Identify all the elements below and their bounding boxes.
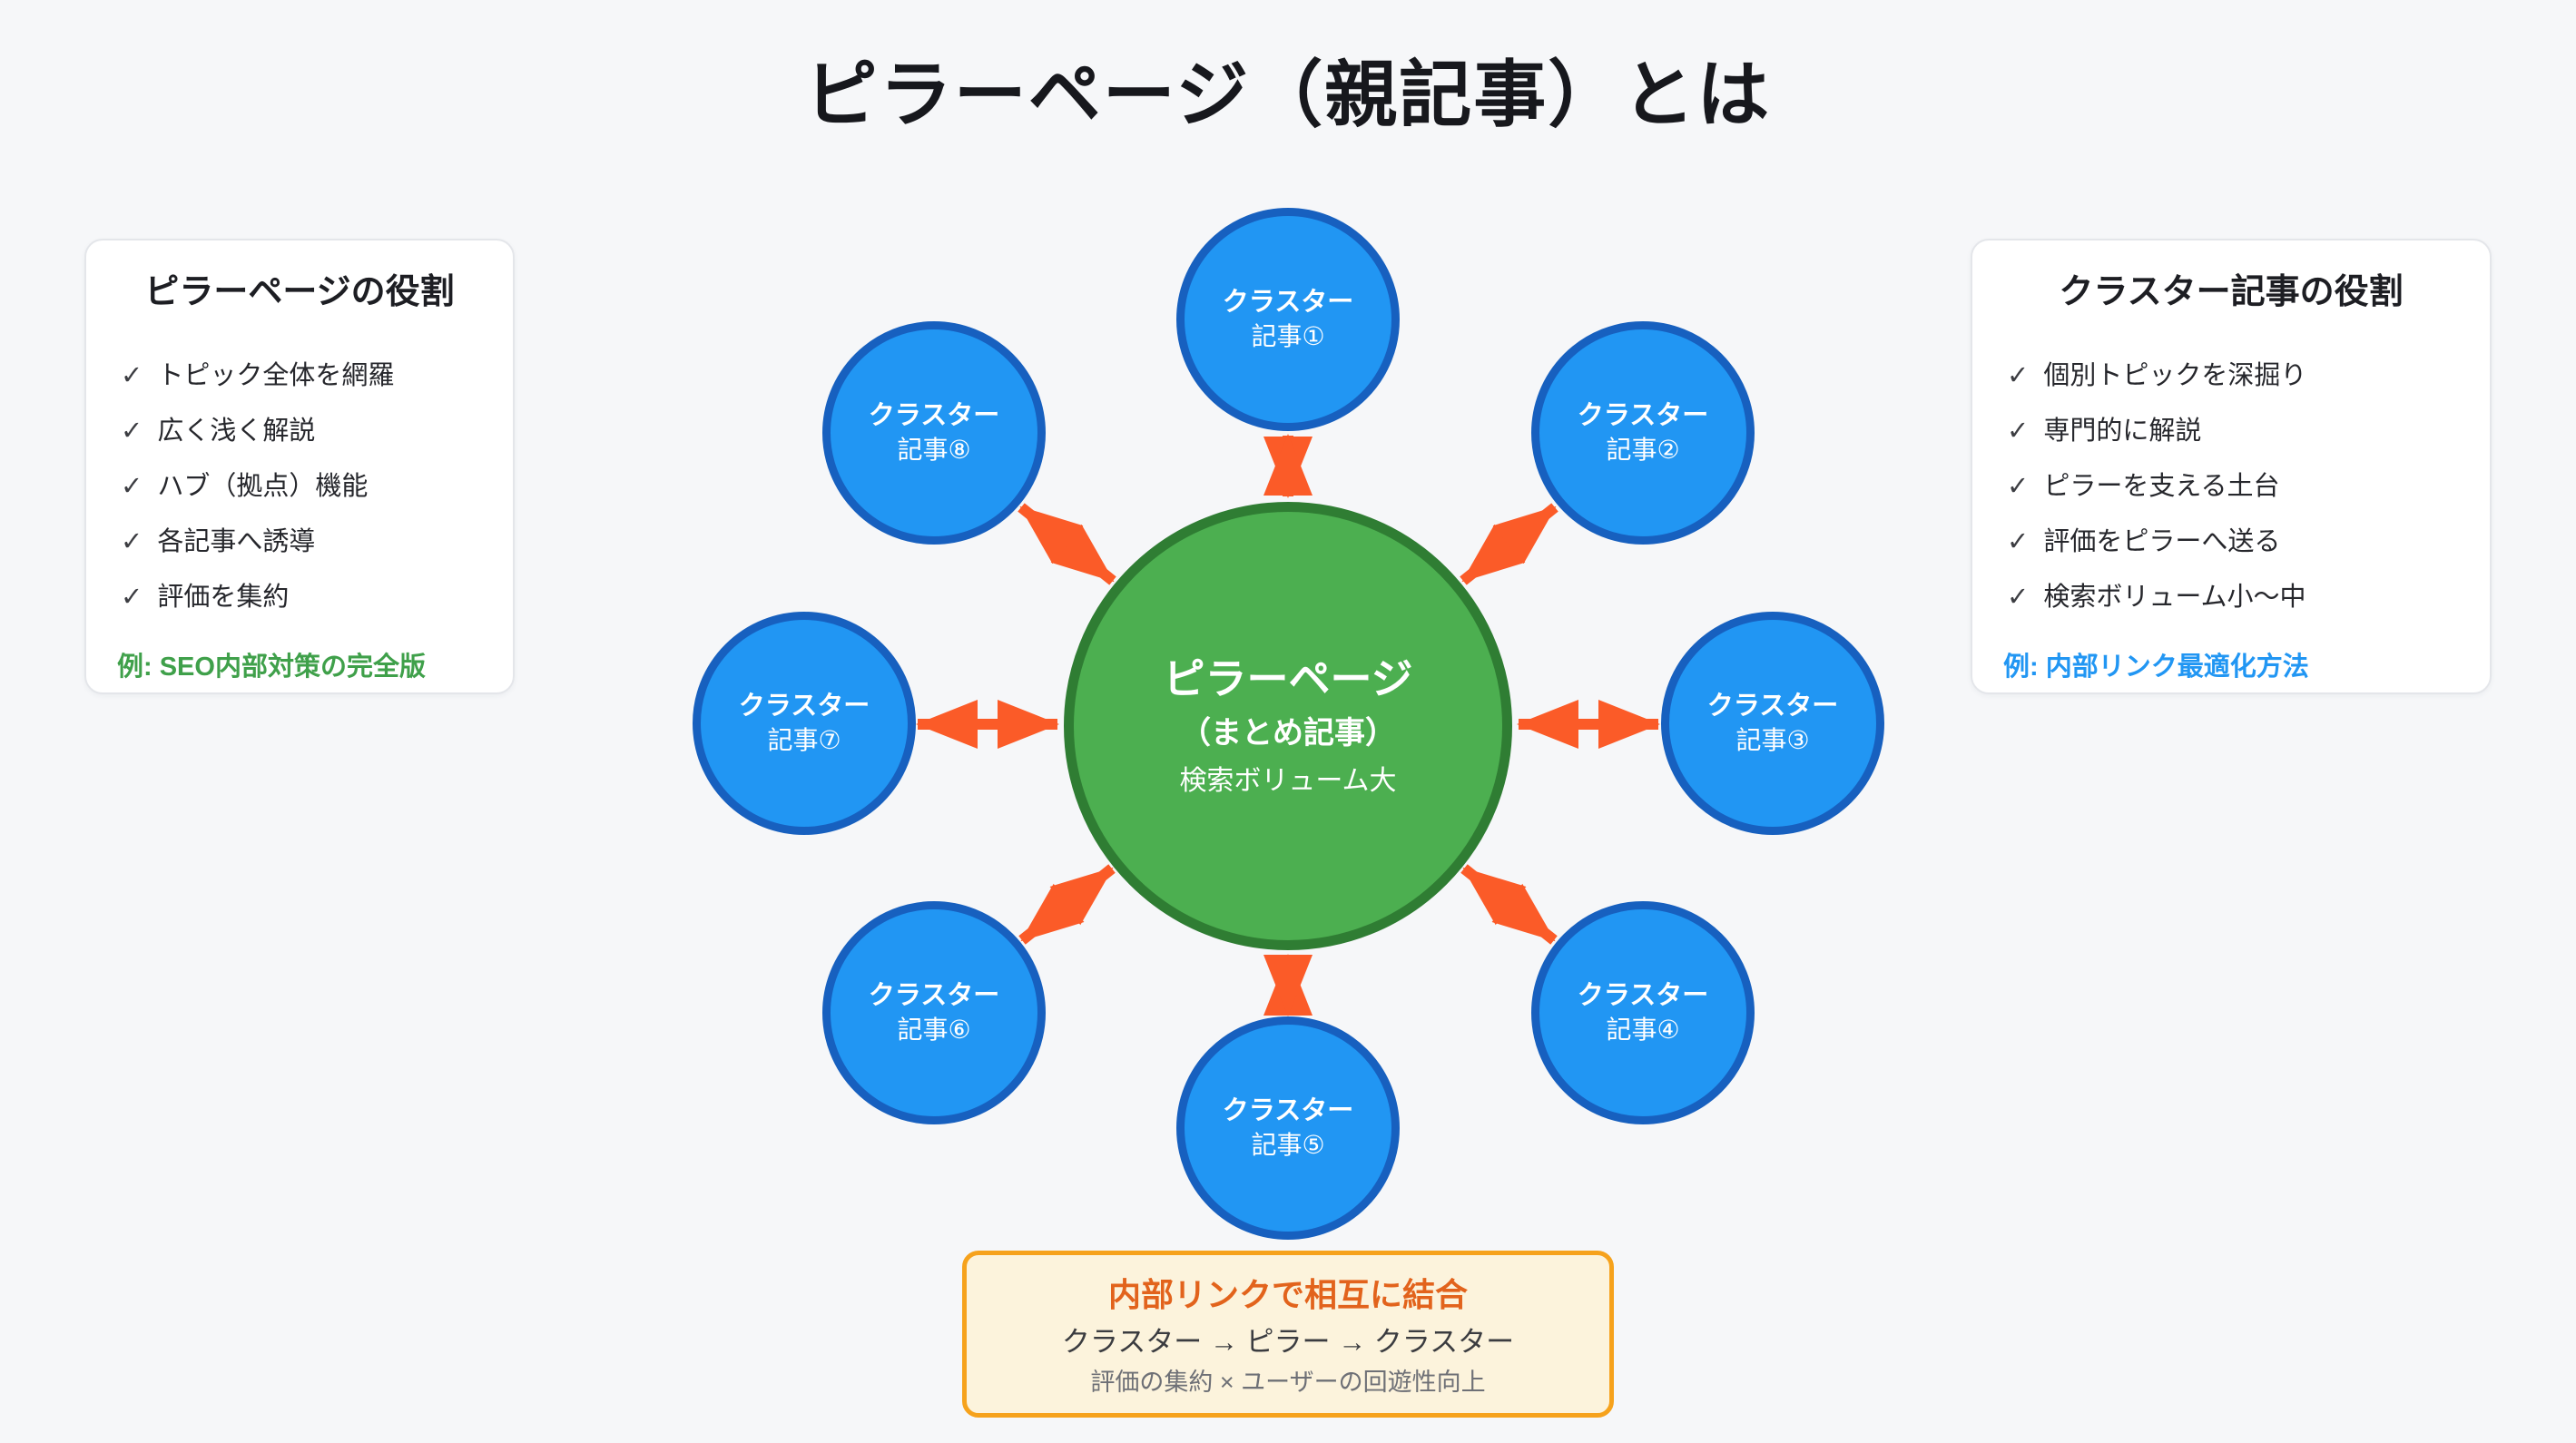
link-arrow-top-left [1018, 503, 1116, 585]
link-arrow-bottom-left [1018, 864, 1116, 945]
check-item-label: 個別トピックを深掘り [2043, 361, 2307, 390]
cluster-node-number: 記事① [1251, 322, 1325, 350]
check-icon: ✓ [121, 361, 143, 390]
check-item: ✓ トピック全体を網羅 [121, 360, 482, 391]
internal-link-callout: 内部リンクで相互に結合 クラスター → ピラー → クラスター 評価の集約 × … [962, 1251, 1614, 1418]
check-icon: ✓ [2007, 472, 2030, 501]
check-item: ✓ 検索ボリューム小〜中 [2007, 582, 2459, 613]
check-icon: ✓ [2007, 583, 2030, 612]
check-item-label: ピラーを支える土台 [2043, 472, 2280, 501]
check-item-label: 評価を集約 [157, 583, 290, 612]
cluster-node-number: 記事⑥ [897, 1016, 971, 1044]
pillar-example-text: 例: SEO内部対策の完全版 [117, 653, 426, 682]
check-item: ✓ 評価を集約 [121, 582, 482, 613]
pillar-node-volume: 検索ボリューム大 [1179, 766, 1397, 796]
check-item: ✓ 専門的に解説 [2007, 416, 2459, 447]
check-item: ✓ 広く浅く解説 [121, 416, 482, 447]
check-item: ✓ ハブ（拠点）機能 [121, 471, 482, 502]
callout-flow: クラスター → ピラー → クラスター [1061, 1326, 1515, 1358]
cluster-node-3: クラスター 記事③ [1661, 612, 1884, 835]
cluster-node-6: クラスター 記事⑥ [822, 901, 1046, 1124]
check-item-label: 各記事へ誘導 [157, 527, 316, 556]
cluster-node-7: クラスター 記事⑦ [693, 612, 916, 835]
pillar-role-panel: ピラーページの役割 ✓ トピック全体を網羅 ✓ 広く浅く解説 ✓ ハブ（拠点）機… [84, 239, 515, 694]
pillar-page-node: ピラーページ （まとめ記事） 検索ボリューム大 [1064, 502, 1512, 950]
cluster-node-label: クラスター [738, 692, 870, 721]
check-icon: ✓ [121, 417, 143, 446]
callout-title: 内部リンクで相互に結合 [1107, 1276, 1468, 1313]
cluster-node-4: クラスター 記事④ [1531, 901, 1755, 1124]
pillar-role-panel-title: ピラーページの役割 [144, 273, 455, 311]
cluster-node-label: クラスター [868, 401, 1000, 430]
pillar-node-title: ピラーページ [1163, 655, 1413, 702]
check-icon: ✓ [2007, 361, 2030, 390]
check-item-label: 評価をピラーへ送る [2043, 527, 2281, 556]
cluster-node-number: 記事③ [1735, 726, 1810, 754]
check-item-label: 広く浅く解説 [157, 417, 316, 446]
pillar-node-subtitle: （まとめ記事） [1180, 716, 1396, 751]
callout-note: 評価の集約 × ユーザーの回遊性向上 [1090, 1369, 1486, 1396]
cluster-node-8: クラスター 記事⑧ [822, 321, 1046, 545]
cluster-node-label: クラスター [1577, 981, 1709, 1010]
check-item-label: トピック全体を網羅 [157, 361, 395, 390]
check-icon: ✓ [121, 527, 143, 556]
cluster-example-text: 例: 内部リンク最適化方法 [2003, 653, 2309, 682]
cluster-node-number: 記事⑤ [1251, 1131, 1325, 1159]
cluster-node-number: 記事⑧ [897, 436, 971, 464]
check-icon: ✓ [2007, 527, 2030, 556]
check-item: ✓ 個別トピックを深掘り [2007, 360, 2459, 391]
cluster-node-label: クラスター [1222, 1096, 1354, 1125]
check-item: ✓ ピラーを支える土台 [2007, 471, 2459, 502]
link-arrow-bottom-right [1460, 864, 1558, 945]
cluster-node-number: 記事④ [1606, 1016, 1680, 1044]
cluster-node-5: クラスター 記事⑤ [1176, 1016, 1400, 1240]
cluster-node-1: クラスター 記事① [1176, 208, 1400, 431]
cluster-node-label: クラスター [868, 981, 1000, 1010]
page-title: ピラーページ（親記事）とは [804, 54, 1772, 135]
check-icon: ✓ [121, 472, 143, 501]
cluster-node-label: クラスター [1706, 692, 1839, 721]
check-icon: ✓ [121, 583, 143, 612]
link-arrow-top-right [1460, 503, 1558, 585]
cluster-node-number: 記事② [1606, 436, 1680, 464]
check-item-label: ハブ（拠点）機能 [157, 472, 369, 501]
check-item: ✓ 評価をピラーへ送る [2007, 526, 2459, 557]
cluster-role-panel: クラスター記事の役割 ✓ 個別トピックを深掘り ✓ 専門的に解説 ✓ ピラーを支… [1971, 239, 2492, 694]
cluster-node-label: クラスター [1222, 288, 1354, 317]
cluster-node-2: クラスター 記事② [1531, 321, 1755, 545]
check-item-label: 専門的に解説 [2043, 417, 2202, 446]
cluster-role-panel-title: クラスター記事の役割 [2059, 273, 2404, 311]
check-icon: ✓ [2007, 417, 2030, 446]
check-item-label: 検索ボリューム小〜中 [2043, 583, 2306, 612]
check-item: ✓ 各記事へ誘導 [121, 526, 482, 557]
cluster-node-number: 記事⑦ [767, 726, 841, 754]
cluster-node-label: クラスター [1577, 401, 1709, 430]
